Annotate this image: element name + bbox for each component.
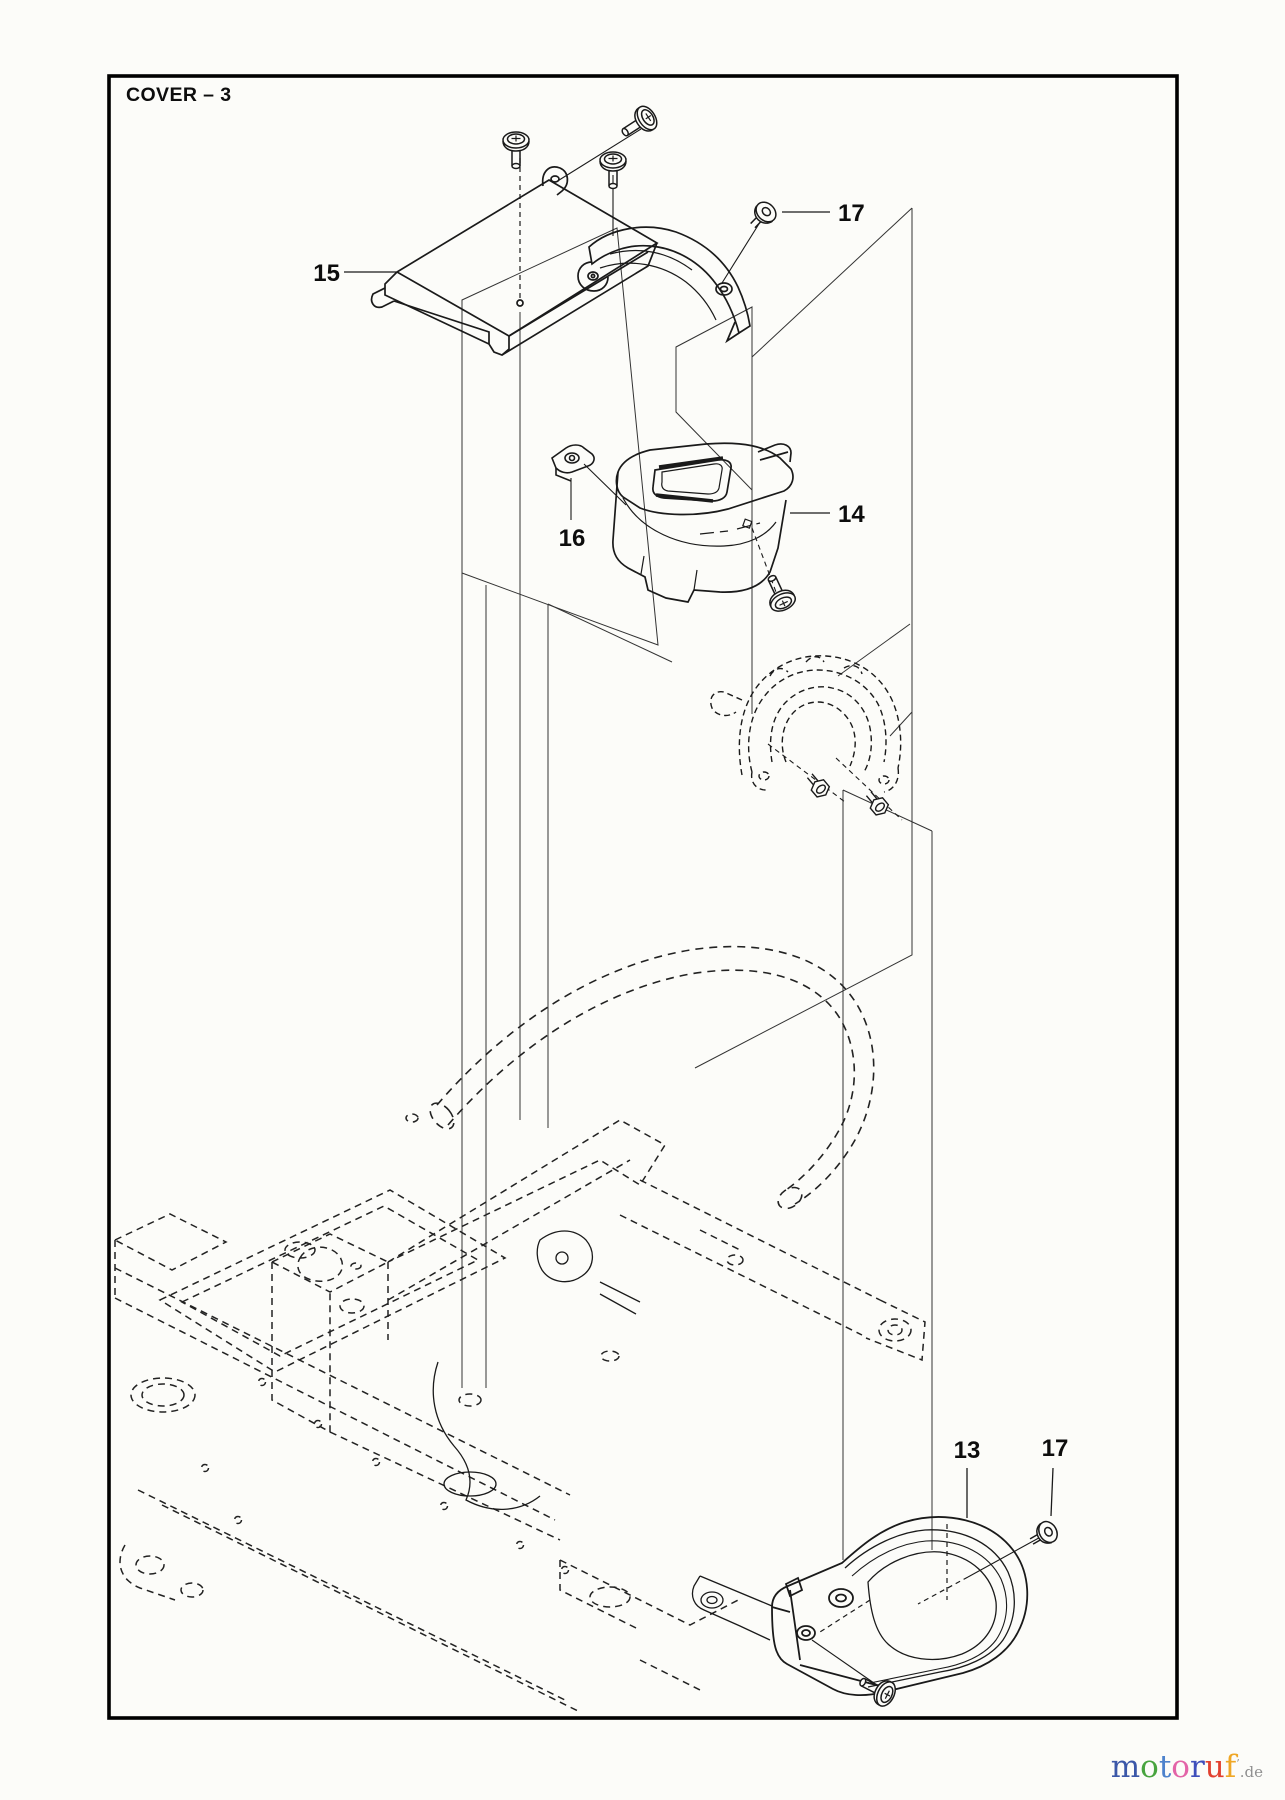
callout-16: 16	[559, 525, 586, 552]
watermark-letter: u	[1204, 1749, 1225, 1785]
screw-axis-lines	[555, 128, 763, 284]
frame-solid-details	[432, 1230, 773, 1641]
callout-17-bottom: 17	[1042, 1435, 1069, 1462]
watermark-mark: ’	[1236, 1757, 1240, 1770]
chassis-frame	[113, 1113, 926, 1713]
top-belt-guard	[577, 226, 751, 344]
screw-hex-1	[802, 769, 833, 801]
watermark-suffix: .de	[1239, 1763, 1263, 1781]
screw-shoulder-3	[599, 151, 627, 190]
part-13-cover	[771, 1516, 1047, 1696]
watermark-letter: o	[1140, 1749, 1159, 1785]
screw-hex-2	[861, 787, 892, 819]
callout-17-top: 17	[838, 200, 865, 227]
callout-leaders	[344, 211, 1054, 1518]
part-14-cover	[612, 442, 794, 603]
page-border	[107, 74, 1179, 1720]
callout-14: 14	[838, 501, 865, 528]
part-16-clip	[551, 444, 627, 520]
part-15-cover	[370, 158, 659, 356]
projection-planes	[461, 207, 933, 1560]
screw-shoulder-5	[853, 1668, 900, 1710]
screw-shoulder-2	[615, 101, 662, 146]
page-title: COVER – 3	[126, 84, 231, 106]
callout-15: 15	[313, 260, 340, 287]
watermark-letter: m	[1110, 1749, 1141, 1785]
watermark-letter: r	[1189, 1749, 1205, 1785]
screw-shoulder-4	[758, 569, 799, 616]
watermark-letter: f	[1224, 1749, 1237, 1785]
callout-13: 13	[954, 1437, 981, 1464]
screw-17-top	[744, 197, 781, 235]
watermark-letter: o	[1171, 1749, 1190, 1785]
screw-17-bottom	[1025, 1517, 1062, 1552]
brand-watermark: motoruf’.de	[1111, 1752, 1263, 1783]
clamp-bracket	[710, 655, 903, 821]
handlebar-loop	[429, 945, 875, 1210]
watermark-letter: t	[1158, 1749, 1172, 1785]
screw-shoulder-1	[502, 131, 530, 170]
